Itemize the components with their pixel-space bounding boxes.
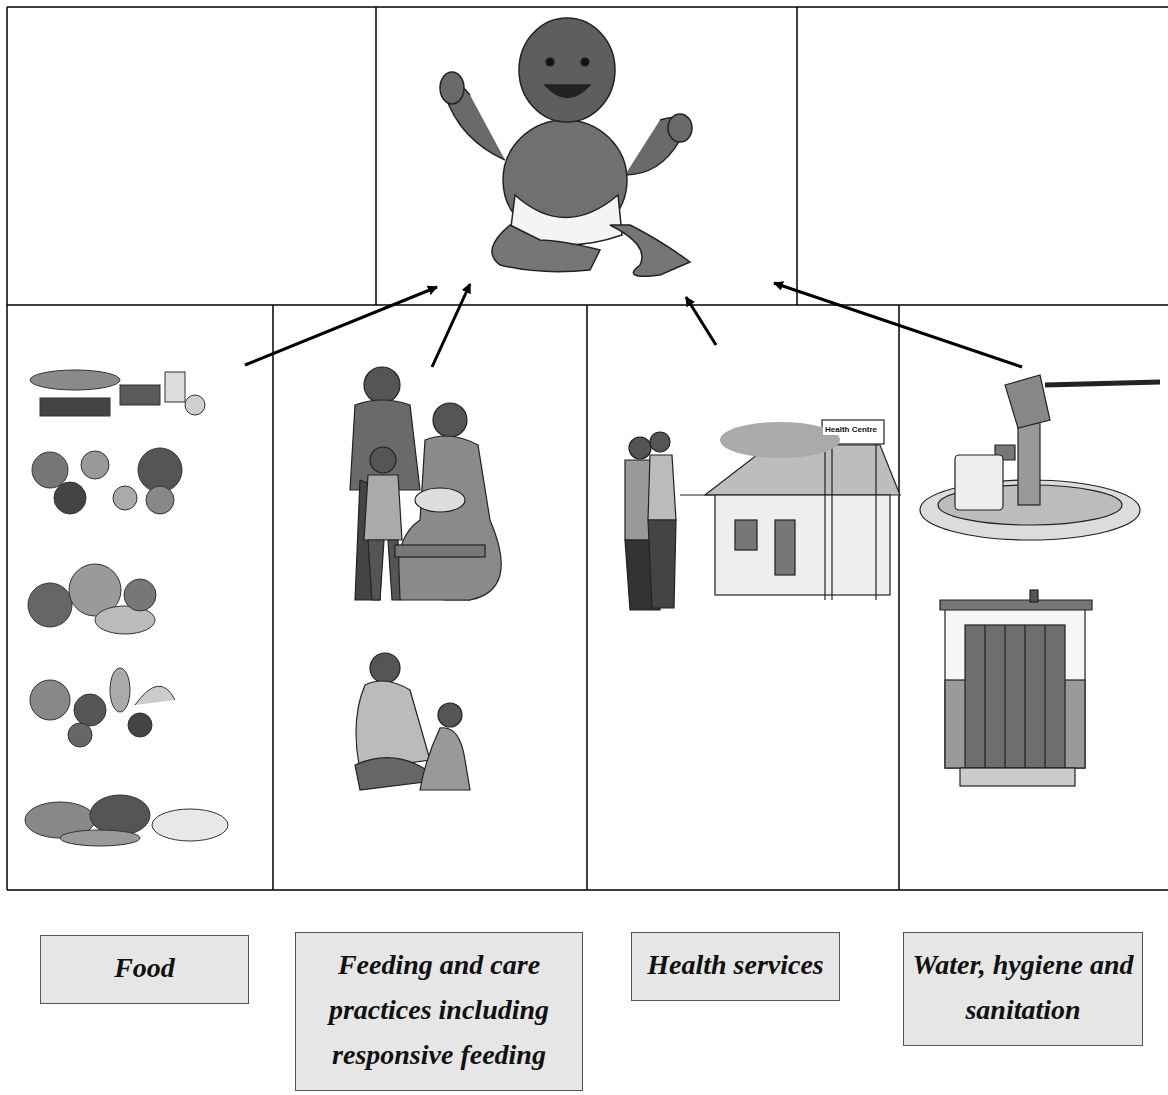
label-text: Water, hygiene and sanitation — [904, 933, 1142, 1043]
label-text: Feeding and care practices including res… — [296, 933, 582, 1087]
sign-text: Health Centre — [823, 424, 879, 435]
label-box: Feeding and care practices including res… — [295, 932, 583, 1091]
label-text: Food — [41, 936, 248, 1001]
label-box: Food — [40, 935, 249, 1004]
label-box: Health services — [631, 932, 840, 1001]
label-box: Water, hygiene and sanitation — [903, 932, 1143, 1046]
label-text: Health services — [632, 933, 839, 998]
